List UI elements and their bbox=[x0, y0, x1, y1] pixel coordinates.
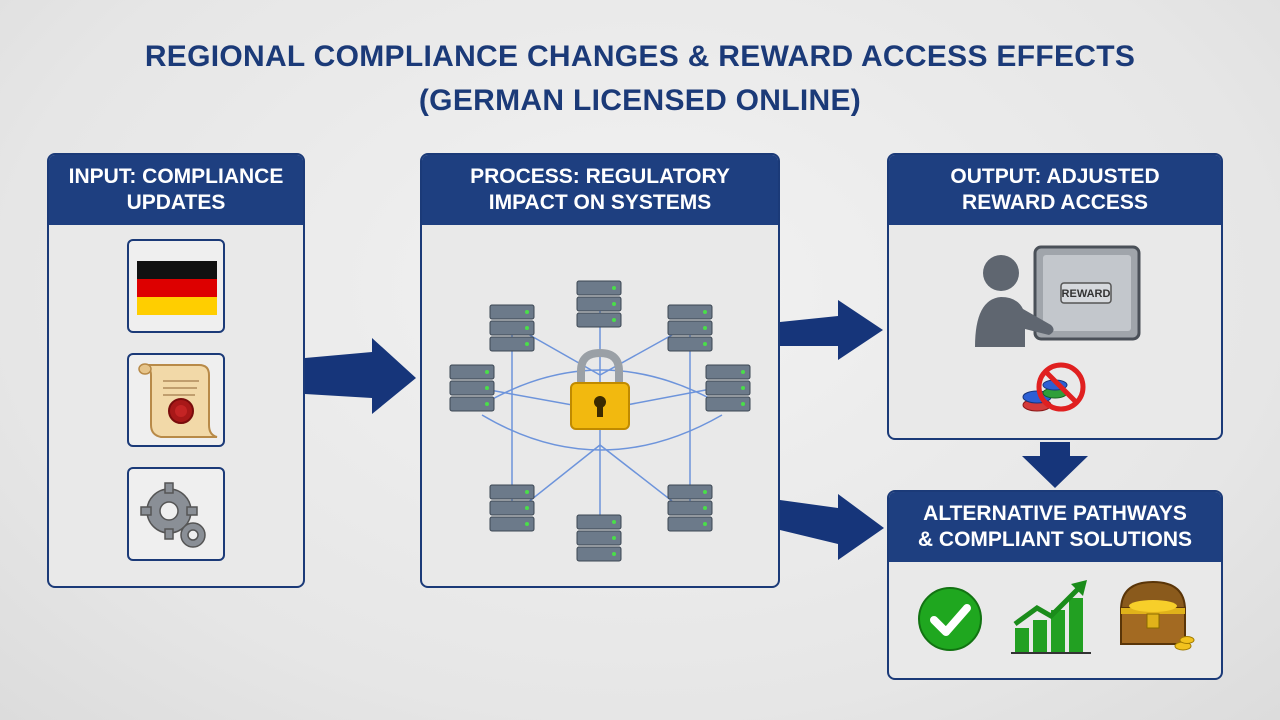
no-chips-icon bbox=[1022, 362, 1086, 412]
input-panel-header: INPUT: COMPLIANCE UPDATES bbox=[49, 155, 303, 225]
process-heading-line2: IMPACT ON SYSTEMS bbox=[488, 191, 712, 214]
checkmark-icon bbox=[918, 587, 982, 651]
reward-screen-label: REWARD bbox=[1062, 288, 1111, 300]
german-flag-icon bbox=[137, 261, 217, 315]
process-panel-header: PROCESS: REGULATORY IMPACT ON SYSTEMS bbox=[422, 155, 778, 225]
gears-tile bbox=[127, 467, 225, 561]
arrow-input-to-process bbox=[305, 338, 416, 414]
diagram-title-line2: (GERMAN LICENSED ONLINE) bbox=[418, 84, 862, 117]
alternatives-heading-line2: & COMPLIANT SOLUTIONS bbox=[917, 528, 1193, 551]
arrow-output-to-alternatives bbox=[1022, 442, 1088, 488]
server-network-icon bbox=[449, 280, 751, 562]
input-heading-line2: UPDATES bbox=[126, 191, 226, 214]
process-panel: PROCESS: REGULATORY IMPACT ON SYSTEMS bbox=[420, 153, 780, 588]
output-heading-line1: OUTPUT: ADJUSTED bbox=[950, 165, 1160, 188]
flag-tile bbox=[127, 239, 225, 333]
license-tile bbox=[127, 353, 225, 447]
growth-chart-icon bbox=[1011, 580, 1091, 654]
process-heading-line1: PROCESS: REGULATORY bbox=[470, 165, 730, 188]
output-heading-line2: REWARD ACCESS bbox=[962, 191, 1148, 214]
diagram-title-line1: REGIONAL COMPLIANCE CHANGES & REWARD ACC… bbox=[144, 40, 1136, 73]
output-panel: OUTPUT: ADJUSTED REWARD ACCESS REWARD bbox=[887, 153, 1223, 440]
arrow-process-to-alternatives bbox=[780, 494, 884, 560]
padlock-icon bbox=[570, 348, 630, 430]
gears-icon bbox=[140, 482, 206, 548]
input-heading-line1: INPUT: COMPLIANCE bbox=[68, 165, 284, 188]
user-locked-screen-icon: REWARD bbox=[975, 245, 1141, 347]
alternatives-heading-line1: ALTERNATIVE PATHWAYS bbox=[923, 502, 1187, 525]
license-scroll-icon bbox=[138, 363, 218, 438]
alternatives-panel-header: ALTERNATIVE PATHWAYS & COMPLIANT SOLUTIO… bbox=[889, 492, 1221, 562]
arrow-process-to-output bbox=[780, 300, 883, 360]
output-panel-header: OUTPUT: ADJUSTED REWARD ACCESS bbox=[889, 155, 1221, 225]
treasure-chest-icon bbox=[1119, 580, 1195, 651]
input-panel: INPUT: COMPLIANCE UPDATES bbox=[47, 153, 305, 588]
alternatives-panel: ALTERNATIVE PATHWAYS & COMPLIANT SOLUTIO… bbox=[887, 490, 1223, 680]
